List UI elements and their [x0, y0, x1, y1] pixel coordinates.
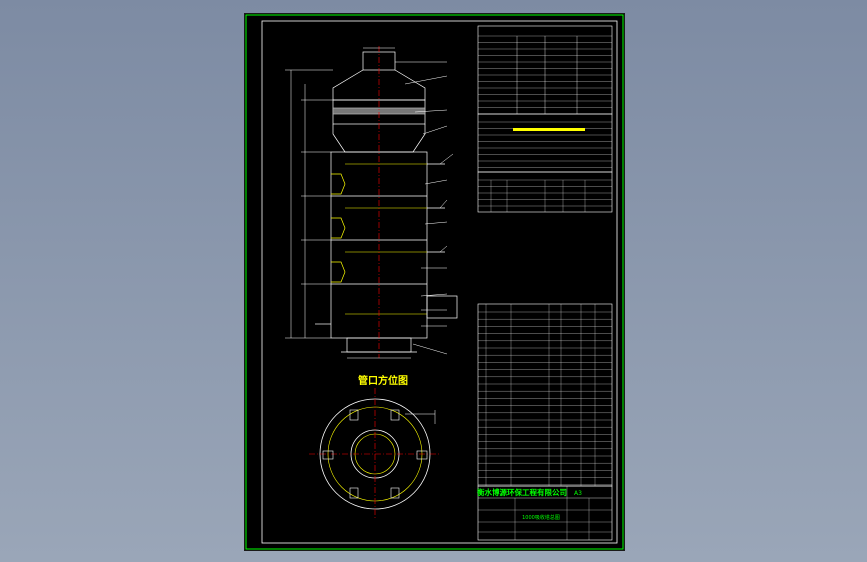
nozzle-table — [477, 171, 613, 213]
technical-table — [477, 25, 613, 115]
view-title: 管口方位图 — [358, 374, 408, 387]
nozzle-orientation-plan — [309, 388, 441, 520]
outer-frame — [245, 14, 624, 550]
inner-frame — [261, 20, 618, 544]
cad-drawing: 管口方位图 — [245, 14, 624, 550]
design-data-table — [477, 113, 613, 173]
drawing-sheet: 管口方位图 — [244, 13, 625, 551]
parts-list-table — [477, 303, 613, 487]
company-name: 衡水博源环保工程有限公司 — [477, 487, 567, 497]
drawing-name: 1000吸收塔总图 — [522, 514, 560, 521]
tower-elevation — [315, 51, 458, 353]
leader-lines — [395, 61, 454, 355]
sheet-size: A3 — [574, 490, 582, 497]
title-block: 衡水博源环保工程有限公司 1000吸收塔总图 A3 — [477, 485, 613, 541]
dimension-lines — [285, 47, 411, 359]
